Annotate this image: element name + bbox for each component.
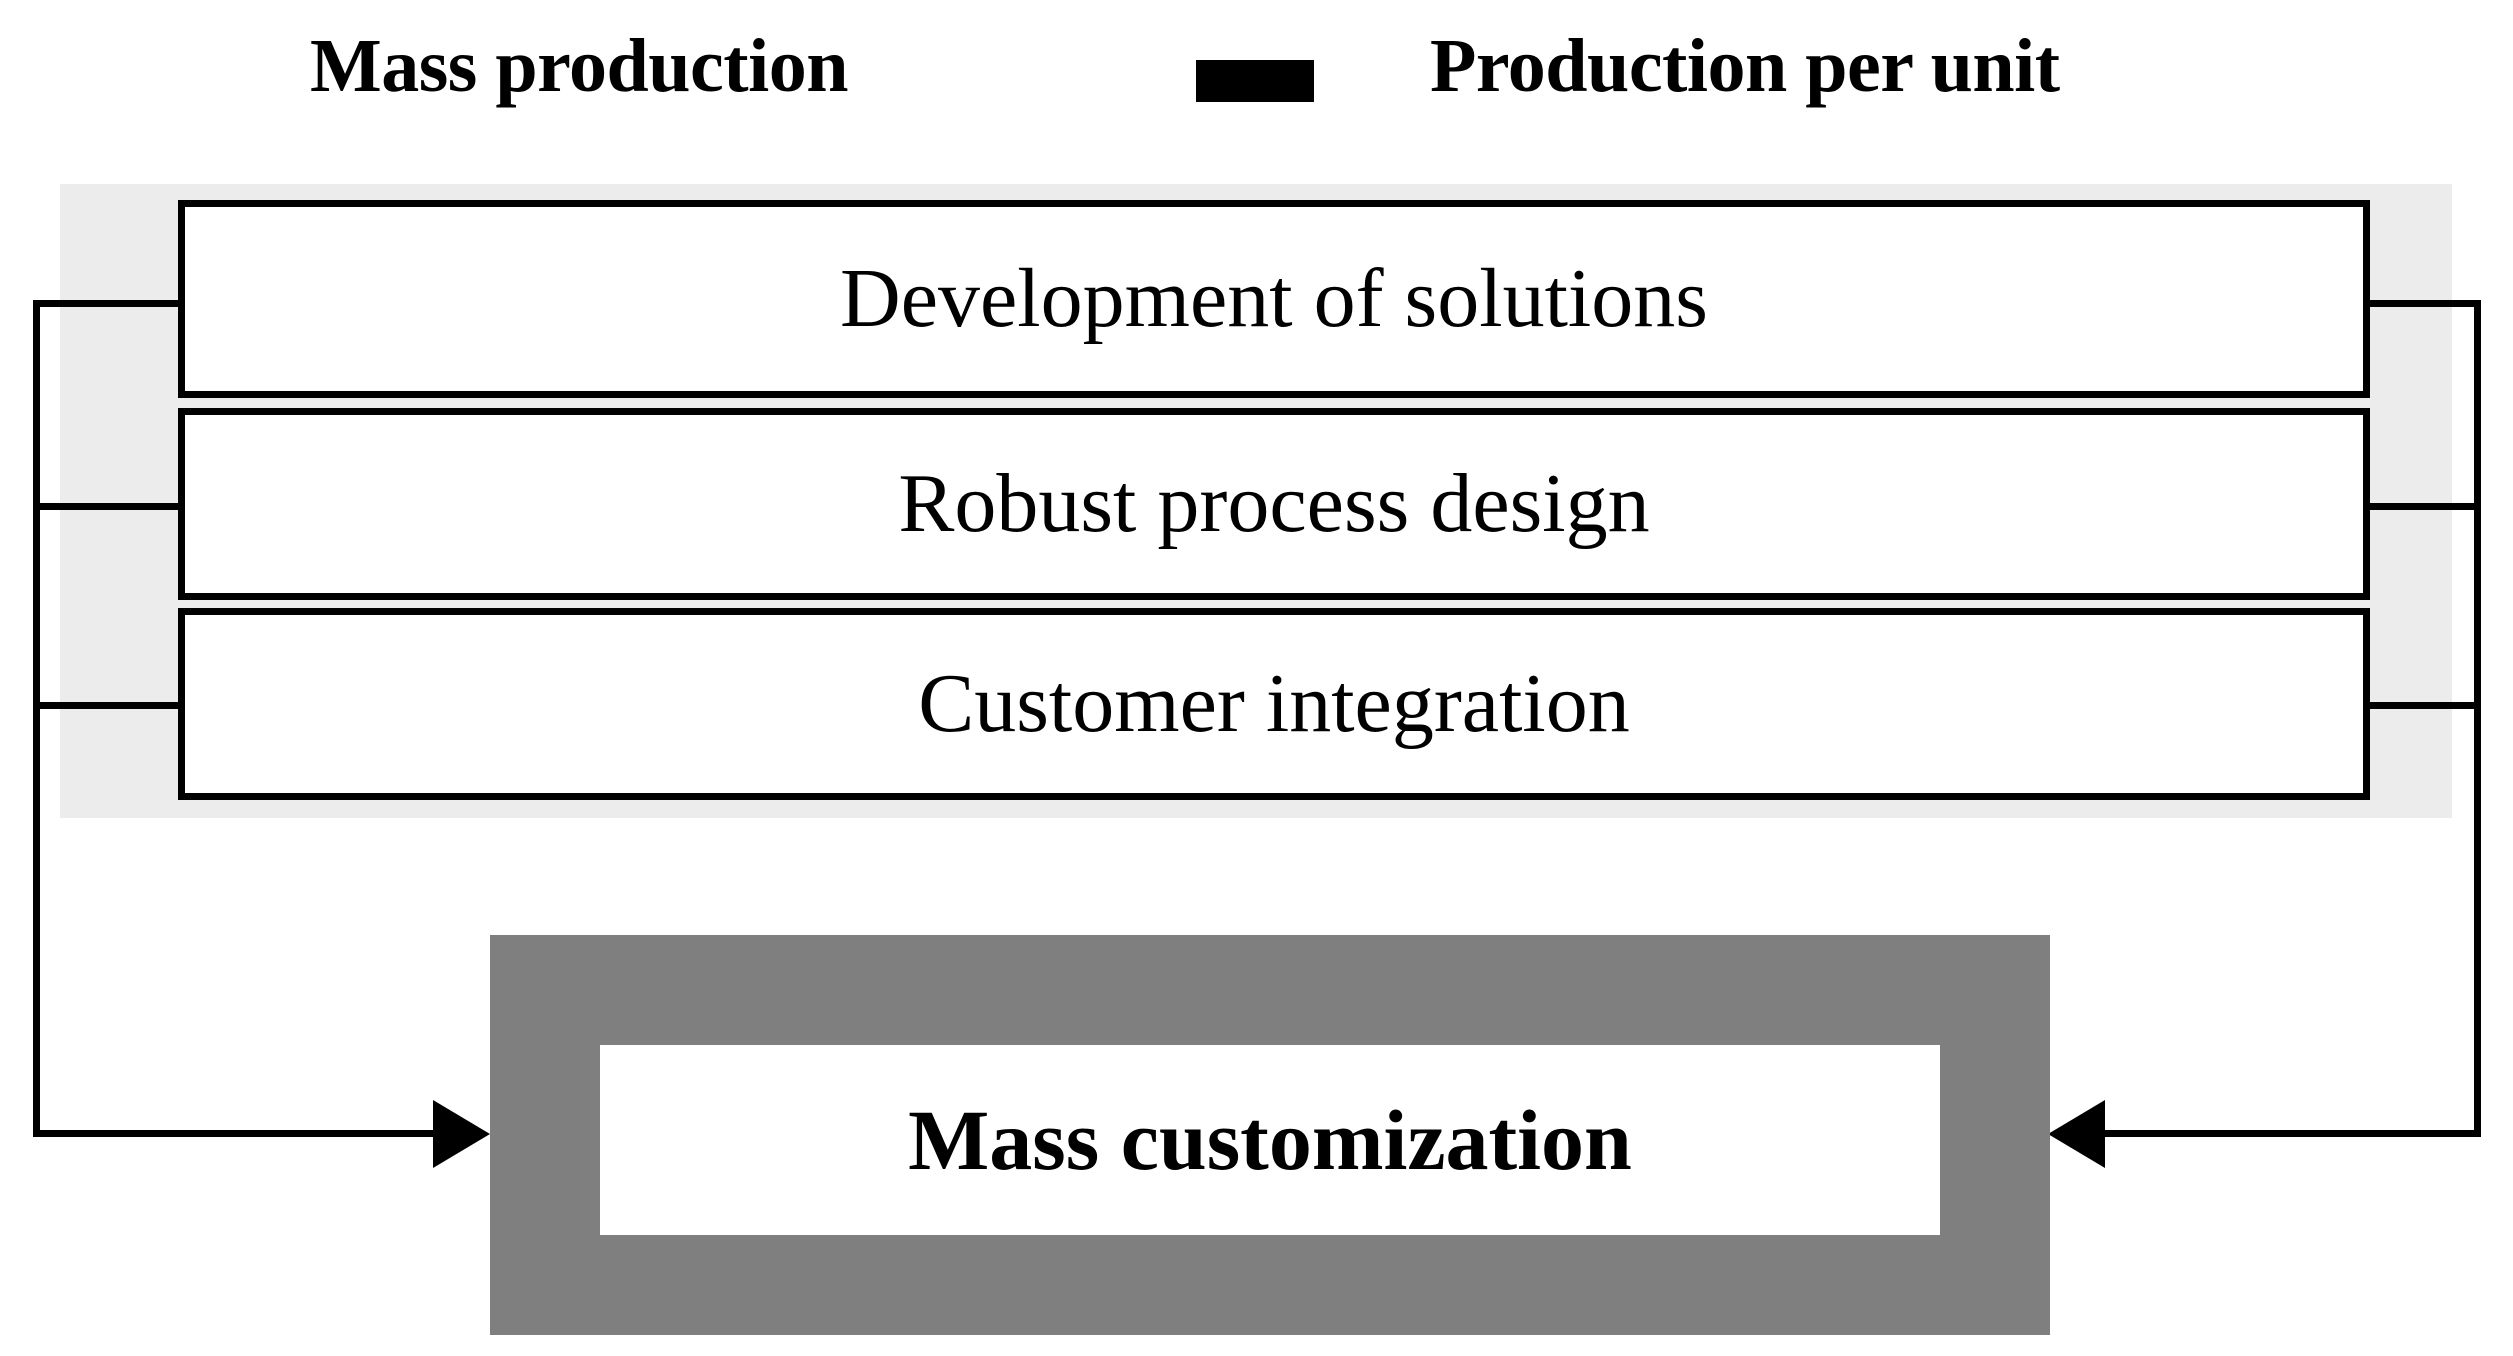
connector-left-trunk [33, 300, 40, 1137]
arrow-right-icon [433, 1100, 490, 1168]
connector-left-branch-2 [33, 503, 185, 510]
connector-right-branch-3 [2330, 702, 2481, 709]
outcome-block-outer: Mass customization [490, 935, 2050, 1335]
enabler-box-development-of-solutions: Development of solutions [178, 200, 2370, 398]
enabler-box-customer-integration: Customer integration [178, 608, 2370, 800]
enabler-label: Robust process design [898, 457, 1650, 550]
legend-label-mass-production: Mass production [310, 24, 848, 108]
connector-left-to-outcome [33, 1130, 433, 1137]
outcome-block-inner: Mass customization [600, 1045, 1940, 1235]
enabler-label: Development of solutions [840, 252, 1708, 345]
connector-left-branch-1 [33, 300, 185, 307]
connector-right-to-outcome [2105, 1130, 2481, 1137]
connector-right-branch-2 [2330, 503, 2481, 510]
arrow-left-icon [2048, 1100, 2105, 1168]
filled-rectangle-icon [1196, 60, 1314, 102]
connector-right-branch-1 [2330, 300, 2481, 307]
connector-right-trunk [2474, 300, 2481, 1137]
enabler-box-robust-process-design: Robust process design [178, 408, 2370, 600]
enabler-label: Customer integration [918, 657, 1630, 750]
connector-left-branch-3 [33, 702, 185, 709]
outcome-label: Mass customization [908, 1092, 1632, 1188]
legend-label-production-per-unit: Production per unit [1430, 24, 2060, 108]
